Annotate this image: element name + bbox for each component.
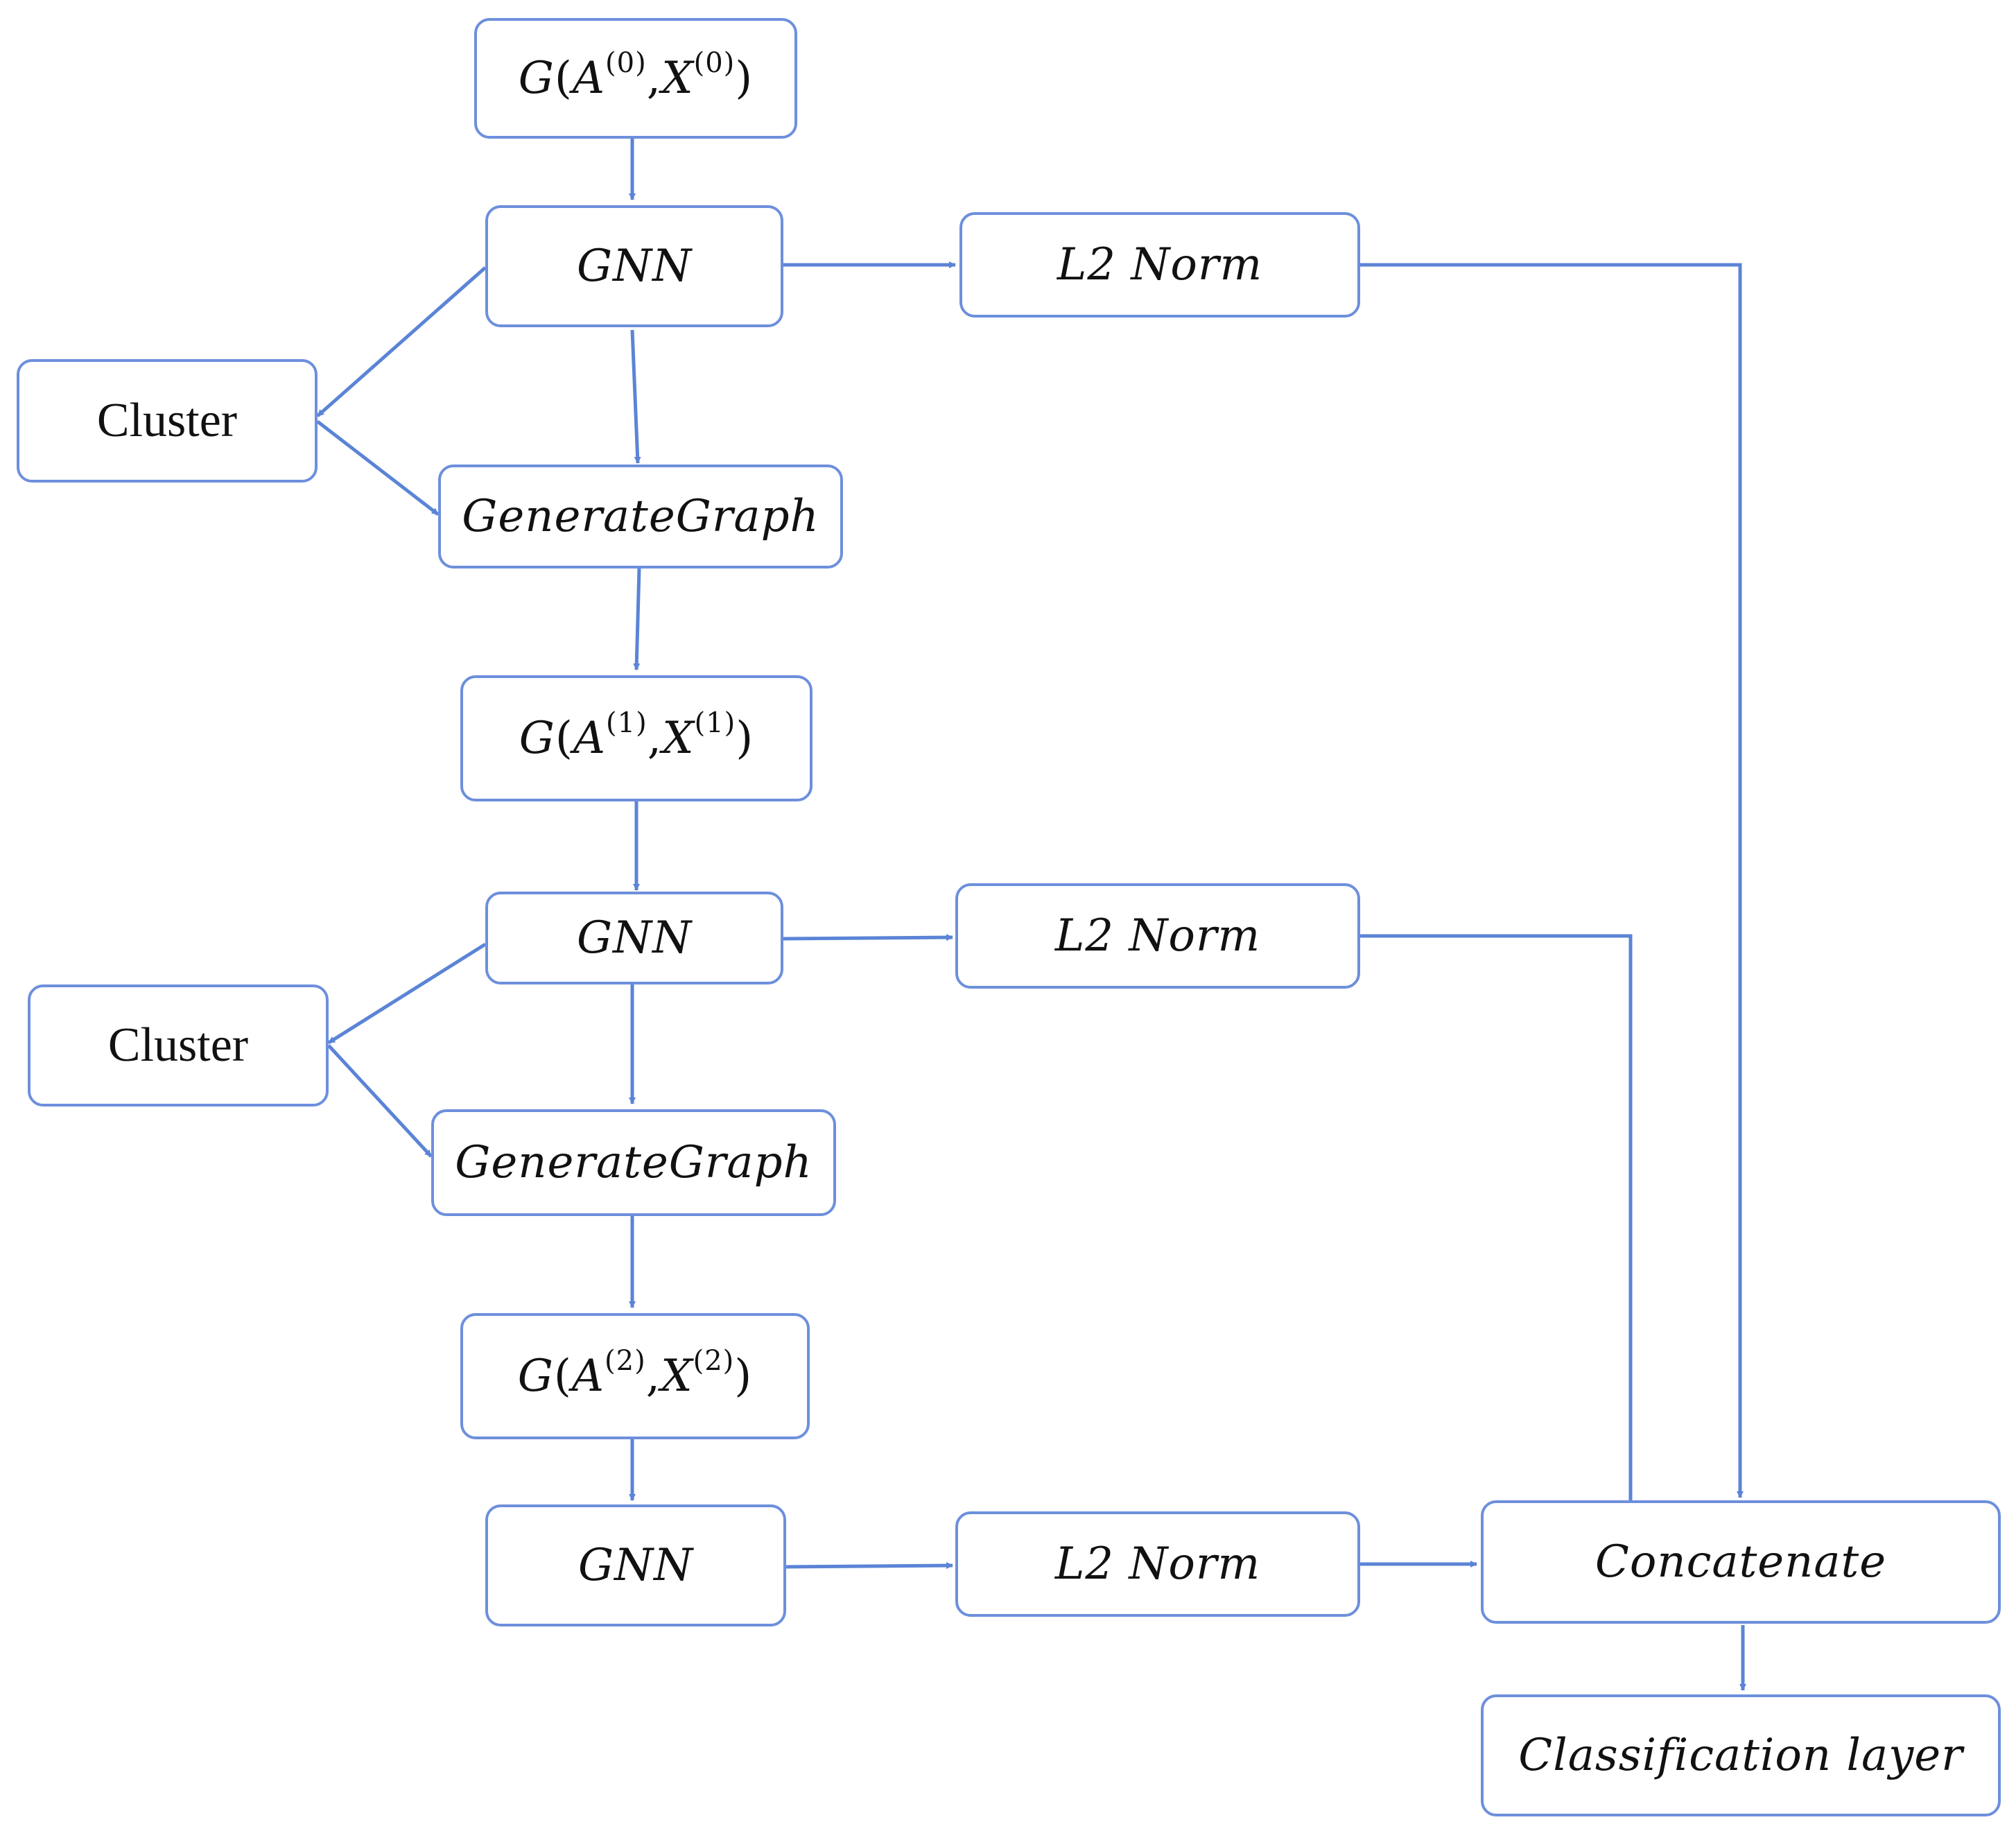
- graph-1-adjacency-index: (1): [606, 707, 648, 739]
- gnn-0: GNN: [485, 205, 783, 327]
- edge-norm0-concat: [1360, 263, 1744, 1498]
- l2-norm-0: L2 Norm: [959, 212, 1360, 318]
- graph-1-fn: G: [519, 713, 555, 764]
- graph-0-expression: G(A(0),X(0)): [518, 47, 754, 104]
- generate-graph-1: GenerateGraph: [431, 1109, 836, 1216]
- edge-gnn0-cluster0: [316, 266, 487, 417]
- edge-gnn0-gen0: [630, 329, 641, 464]
- edge-cluster0-gen0: [316, 420, 440, 516]
- graph-0-features-index: (0): [693, 47, 736, 79]
- l2-norm-0-label: L2 Norm: [1057, 239, 1263, 290]
- graph-0-fn: G: [518, 53, 555, 104]
- l2-norm-1: L2 Norm: [955, 883, 1360, 989]
- gnn-2-label: GNN: [577, 1540, 694, 1591]
- graph-input-0: G(A(0),X(0)): [474, 18, 797, 139]
- classification-layer-label: Classification layer: [1518, 1730, 1963, 1781]
- graph-input-2: G(A(2),X(2)): [460, 1313, 810, 1439]
- generate-graph-1-label: GenerateGraph: [455, 1137, 813, 1188]
- gnn-0-label: GNN: [576, 241, 693, 292]
- cluster-1: Cluster: [28, 984, 329, 1107]
- gnn-1-label: GNN: [576, 912, 693, 964]
- edge-gen0-graph1: [633, 568, 641, 670]
- graph-2-fn: G: [517, 1351, 554, 1402]
- concatenate-label: Concatenate: [1594, 1536, 1887, 1588]
- classification-layer: Classification layer: [1481, 1694, 2001, 1816]
- cluster-1-label: Cluster: [107, 1018, 249, 1072]
- cluster-0-label: Cluster: [96, 394, 238, 447]
- graph-0-adjacency: A: [572, 53, 606, 104]
- graph-0-features: X: [661, 53, 694, 104]
- generate-graph-0-label: GenerateGraph: [462, 491, 819, 542]
- graph-0-adjacency-index: (0): [605, 47, 647, 79]
- gnn-1: GNN: [485, 892, 783, 984]
- edge-norm1-concat: [1360, 934, 1634, 1508]
- graph-2-features: X: [661, 1351, 693, 1402]
- graph-2-adjacency: A: [571, 1351, 605, 1402]
- graph-input-1: G(A(1),X(1)): [460, 675, 813, 801]
- cluster-0: Cluster: [17, 359, 318, 483]
- graph-2-expression: G(A(2),X(2)): [517, 1345, 753, 1402]
- graph-1-expression: G(A(1),X(1)): [519, 707, 754, 764]
- concatenate: Concatenate: [1481, 1500, 2001, 1624]
- l2-norm-2-label: L2 Norm: [1054, 1538, 1261, 1590]
- graph-2-features-index: (2): [693, 1345, 735, 1377]
- graph-2-adjacency-index: (2): [605, 1345, 646, 1377]
- edge-gnn1-cluster1: [327, 942, 487, 1045]
- generate-graph-0: GenerateGraph: [438, 465, 843, 569]
- l2-norm-2: L2 Norm: [955, 1511, 1360, 1617]
- edge-gnn2-norm2: [785, 1562, 953, 1570]
- graph-1-features-index: (1): [694, 707, 736, 739]
- gnn-2: GNN: [485, 1504, 786, 1626]
- graph-1-adjacency: A: [573, 713, 607, 764]
- graph-1-features: X: [662, 713, 695, 764]
- edge-cluster1-gen1: [327, 1044, 433, 1158]
- l2-norm-1-label: L2 Norm: [1054, 910, 1261, 962]
- edge-gnn1-norm1: [783, 934, 953, 941]
